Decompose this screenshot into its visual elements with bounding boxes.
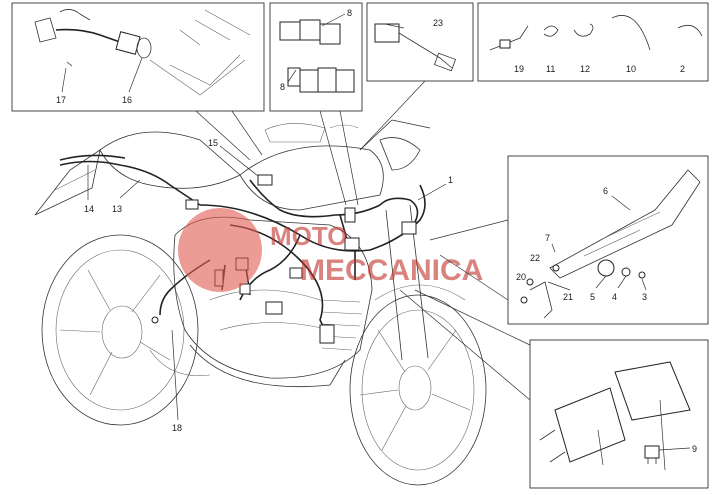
label-16: 16 — [122, 95, 132, 105]
label-8-bottom: 8 — [280, 82, 285, 92]
inset-box-fuse-box: 9 — [529, 339, 709, 489]
label-13: 13 — [112, 204, 122, 214]
label-8-top: 8 — [347, 8, 352, 18]
label-18: 18 — [172, 423, 182, 433]
watermark-circle — [178, 208, 262, 292]
inset-connector-lines — [195, 80, 531, 401]
label-23: 23 — [433, 18, 443, 28]
main-wiring-harness — [59, 154, 426, 344]
main-callouts: 1 15 14 13 18 — [84, 138, 453, 433]
label-1: 1 — [448, 175, 453, 185]
label-6: 6 — [603, 186, 608, 196]
label-2: 2 — [680, 64, 685, 74]
watermark: MOTO MECCANICA — [178, 208, 483, 292]
label-10: 10 — [626, 64, 636, 74]
inset-box-connector-seal: 17 16 — [11, 2, 265, 112]
label-19: 19 — [514, 64, 524, 74]
label-9: 9 — [692, 444, 697, 454]
inset-box-clips: 19 11 12 10 2 — [477, 2, 709, 82]
watermark-line-2: MECCANICA — [300, 254, 483, 287]
label-17: 17 — [56, 95, 66, 105]
label-12: 12 — [580, 64, 590, 74]
label-3: 3 — [642, 292, 647, 302]
label-14: 14 — [84, 204, 94, 214]
watermark-line-1: MOTO — [270, 221, 348, 251]
label-11: 11 — [546, 64, 555, 74]
label-5: 5 — [590, 292, 595, 302]
label-15: 15 — [208, 138, 218, 148]
label-22: 22 — [530, 253, 540, 263]
inset-box-sensor: 23 — [366, 2, 474, 82]
label-4: 4 — [612, 292, 617, 302]
label-21: 21 — [563, 292, 573, 302]
label-20: 20 — [516, 272, 526, 282]
label-7: 7 — [545, 233, 550, 243]
inset-box-side-stand: 6 7 22 20 21 5 4 3 — [507, 155, 709, 325]
inset-box-relays: 8 8 — [269, 2, 363, 112]
